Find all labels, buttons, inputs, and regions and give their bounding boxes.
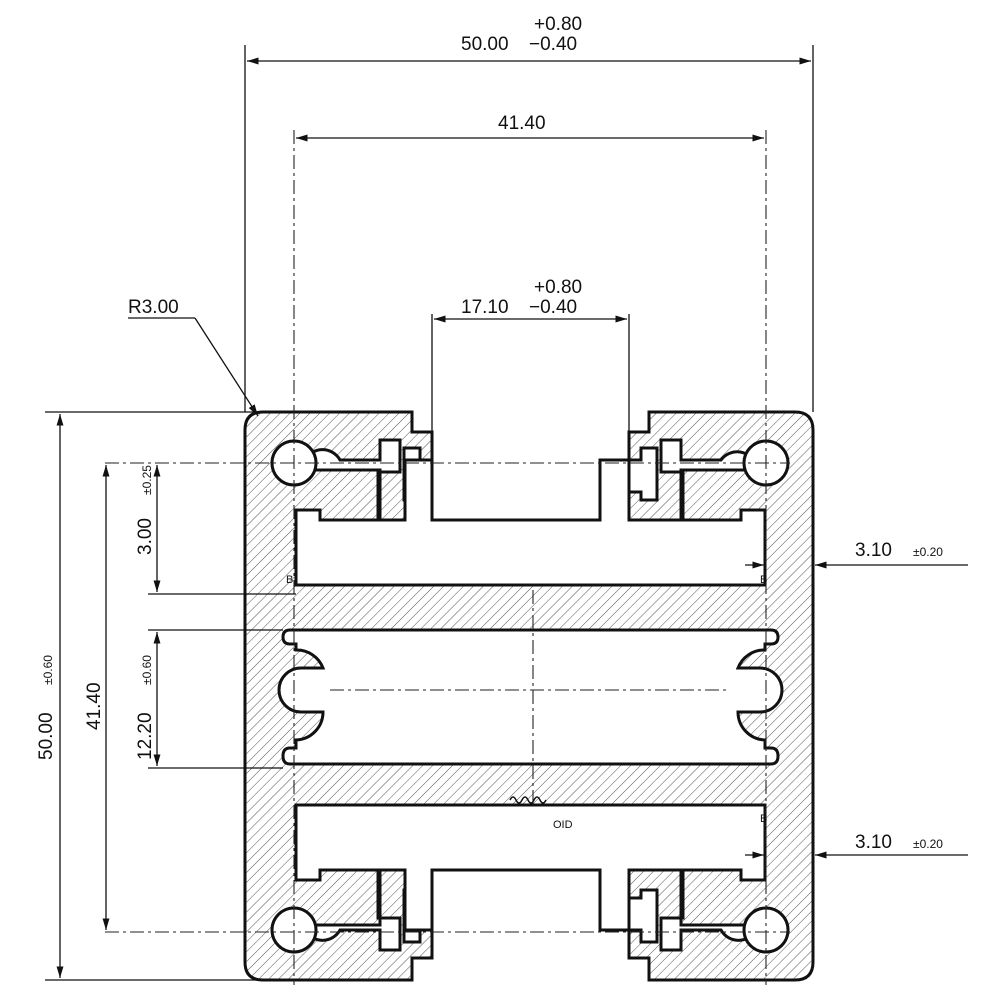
slot-tol-minus: −0.40	[529, 297, 577, 318]
height-nominal: 50.00	[36, 712, 57, 760]
stamp-label: OID	[553, 819, 573, 831]
section-mark-bottom-right: B	[760, 813, 767, 825]
centre-lines	[105, 130, 790, 985]
middle-chamber	[277, 628, 784, 766]
top-chamber	[294, 458, 767, 587]
gap-1220-tol: ±0.60	[140, 655, 154, 685]
dim-wall-bottom: 3.10 ±0.20	[745, 832, 968, 859]
dim-gap-1220: 12.20 ±0.60	[135, 629, 283, 769]
section-marks: B B B	[286, 574, 767, 825]
height-tol: ±0.60	[41, 655, 55, 685]
dim-overall-width: 50.00 +0.80 −0.40	[244, 14, 814, 412]
dim-overall-height: 50.00 ±0.60	[36, 411, 262, 981]
offset-3: 3.00	[135, 518, 156, 555]
dim-center-distance-v: 41.40	[84, 465, 110, 930]
bottom-chamber	[294, 803, 767, 932]
stamp-mark	[509, 796, 547, 804]
width-nominal: 50.00	[461, 34, 509, 55]
radius-label: R3.00	[128, 297, 179, 318]
section-mark-top-left: B	[286, 574, 293, 586]
slot-opening: 17.10	[461, 297, 509, 318]
dim-center-distance-h: 41.40	[296, 113, 764, 142]
profile-section	[243, 410, 815, 982]
wall-bottom: 3.10	[855, 832, 892, 853]
wall-bottom-tol: ±0.20	[913, 837, 943, 851]
width-tol-plus: +0.80	[534, 14, 582, 35]
dim-offset-3: 3.00 ±0.25	[135, 465, 296, 595]
center-distance-v: 41.40	[84, 682, 105, 730]
slot-tol-plus: +0.80	[534, 277, 582, 298]
dim-radius: R3.00	[128, 297, 259, 417]
dim-slot-opening: 17.10 +0.80 −0.40	[431, 277, 630, 432]
gap-1220: 12.20	[135, 712, 156, 760]
width-tol-minus: −0.40	[529, 34, 577, 55]
offset-3-tol: ±0.25	[140, 465, 154, 495]
wall-top-tol: ±0.20	[913, 545, 943, 559]
dim-wall-top: 3.10 ±0.20	[745, 540, 968, 569]
wall-top: 3.10	[855, 540, 892, 561]
section-mark-top-right: B	[760, 574, 767, 586]
center-distance-h: 41.40	[498, 113, 546, 134]
